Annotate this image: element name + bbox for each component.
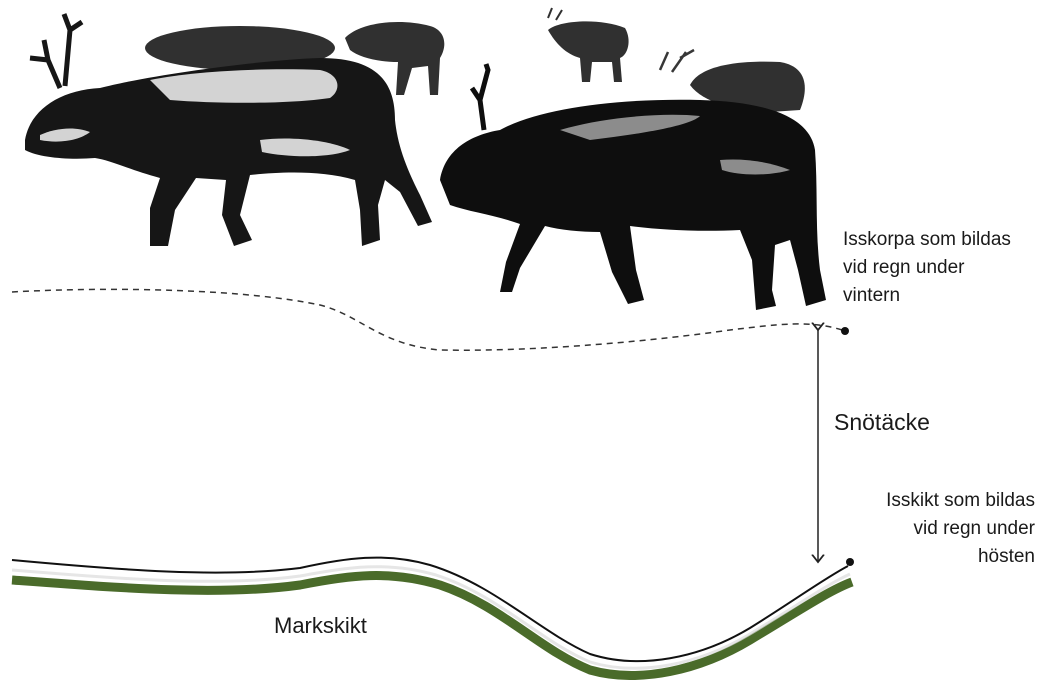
ice-crust-label-line-1: Isskorpa som bildas — [843, 226, 1011, 254]
ice-crust-label: Isskorpa som bildas vid regn under vinte… — [843, 226, 1011, 310]
ice-layer-label-line-2: vid regn under — [845, 515, 1035, 543]
ice-crust-line — [12, 289, 842, 350]
ground-layer-label: Markskikt — [274, 612, 367, 640]
ground-layer — [12, 576, 852, 676]
snow-cover-label: Snötäcke — [834, 408, 930, 436]
ice-crust-label-line-2: vid regn under — [843, 254, 1011, 282]
reindeer-herd-icon — [25, 8, 826, 310]
ice-layer-label-line-3: hösten — [845, 543, 1035, 571]
ice-layer-label-line-1: Isskikt som bildas — [845, 487, 1035, 515]
ice-layer-label: Isskikt som bildas vid regn under hösten — [845, 487, 1035, 571]
ice-crust-label-line-3: vintern — [843, 282, 1011, 310]
ice-crust-marker — [841, 327, 849, 335]
